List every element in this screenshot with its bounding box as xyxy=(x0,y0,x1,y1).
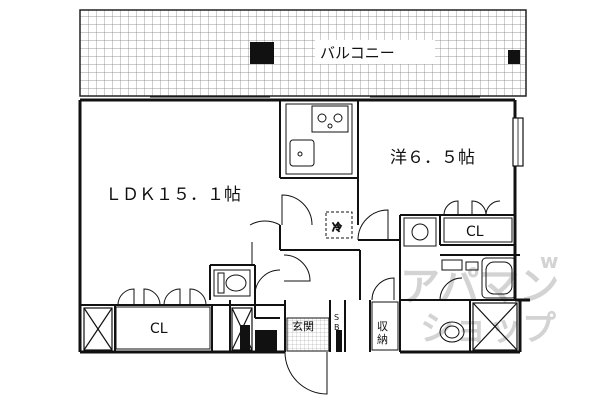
storage xyxy=(371,301,399,351)
wash-shelf xyxy=(441,259,463,271)
kitchen-sink xyxy=(289,139,315,167)
watermark-sub: ショップ xyxy=(420,309,556,349)
western-room-label: 洋６．５帖 xyxy=(390,148,475,168)
structural-pillars xyxy=(240,325,342,352)
interior-walls xyxy=(80,100,520,352)
closet-left xyxy=(115,306,211,350)
storage-label: 収納 xyxy=(377,320,388,346)
balcony-drain xyxy=(508,50,520,64)
ldk-label: ＬＤＫ１５．１帖 xyxy=(105,185,241,205)
stove xyxy=(311,105,349,133)
closet-left-label: CL xyxy=(150,321,168,337)
washing-machine-space xyxy=(403,217,437,247)
washbasin xyxy=(439,321,465,343)
kitchen: 冷 xyxy=(285,103,353,239)
entrance-label: 玄関 xyxy=(292,319,314,333)
closet-right-label: CL xyxy=(466,224,484,240)
bathtub xyxy=(481,257,517,299)
entrance-floor xyxy=(286,317,330,352)
closet-right xyxy=(443,217,513,243)
balcony-label: バルコニー xyxy=(320,44,395,62)
fridge-space xyxy=(325,211,353,239)
toilet xyxy=(213,269,251,297)
watermark-small: w xyxy=(540,249,558,273)
bathroom xyxy=(403,217,517,343)
balcony-outdoor-unit xyxy=(250,42,274,64)
pipe-shafts xyxy=(83,302,518,351)
fridge-label: 冷 xyxy=(332,221,342,234)
watermark: アパマン ショップ w xyxy=(400,249,559,349)
shoe-box xyxy=(332,302,344,328)
balcony: バルコニー xyxy=(79,9,527,97)
watermark-main: アパマン xyxy=(400,264,559,310)
door-swings xyxy=(117,194,501,395)
